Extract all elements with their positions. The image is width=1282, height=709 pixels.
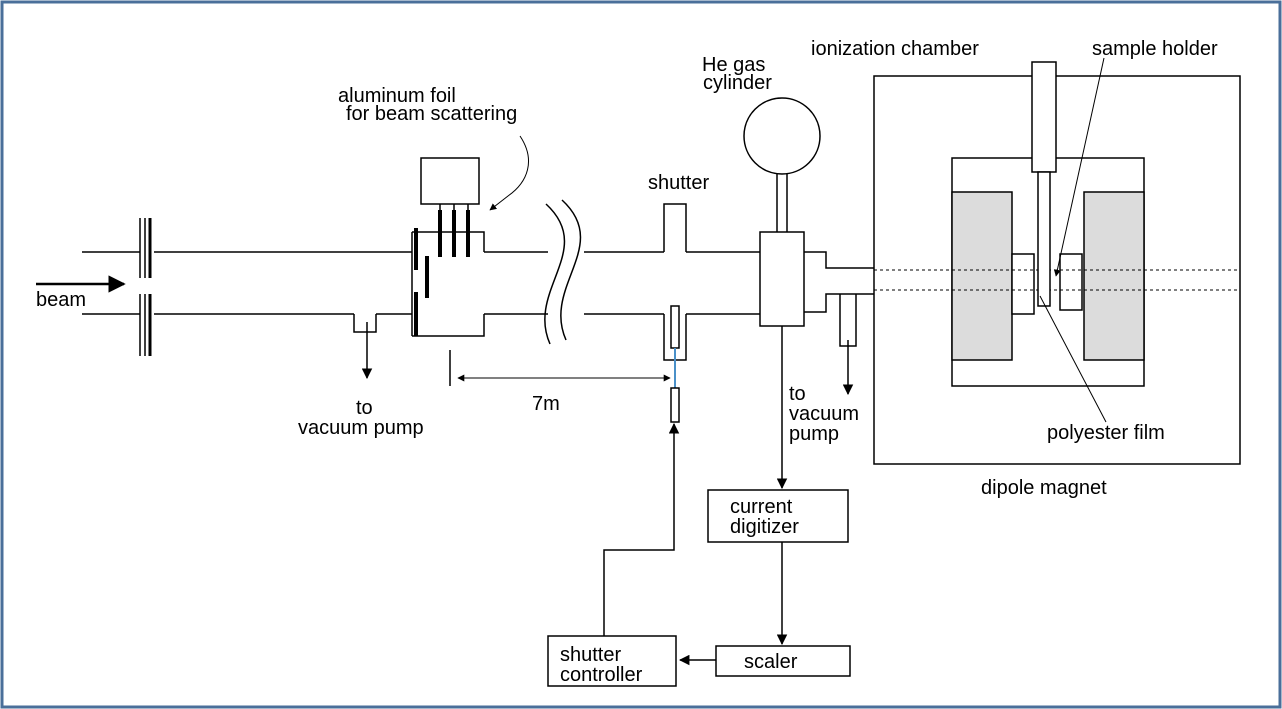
- sample-holder: [1031, 61, 1057, 307]
- scattering-chamber: [411, 157, 485, 337]
- foil-pointer: [489, 135, 529, 211]
- shutter-label: shutter: [648, 172, 709, 194]
- pipe-break-marks: [544, 199, 582, 345]
- polyester-film-pointer: [1039, 295, 1107, 423]
- he-label-line2: cylinder: [703, 72, 772, 94]
- ionization-chamber-label: ionization chamber: [811, 38, 979, 60]
- current-digitizer-box: [707, 489, 849, 543]
- shutter-feedback-line: [603, 422, 680, 636]
- current-digitizer-label-line2: digitizer: [730, 516, 799, 538]
- shutter: [663, 203, 687, 423]
- he-label-line1: He gas: [702, 54, 765, 76]
- pump-port-2: [839, 294, 857, 347]
- foil-actuator-box: [420, 157, 480, 205]
- scaler-label: scaler: [744, 651, 798, 673]
- foil-label-line2: for beam scattering: [346, 103, 517, 125]
- beam-label: beam: [36, 289, 86, 311]
- pump1-label-line1: to: [356, 397, 373, 419]
- pump2-label-line3: pump: [789, 423, 839, 445]
- dipole-magnet-label: dipole magnet: [981, 477, 1107, 499]
- gas-mixing-block: [759, 231, 805, 327]
- he-gas-line: [776, 174, 788, 232]
- shutter-controller-label-line2: controller: [560, 664, 643, 686]
- pump1-label-line2: vacuum pump: [298, 417, 424, 439]
- shutter-controller-box: [547, 635, 677, 687]
- he-gas-cylinder: [743, 97, 821, 175]
- beam-pipe: [82, 251, 760, 315]
- ionization-chamber-tube: [804, 251, 874, 313]
- sample-holder-pointer: [1053, 57, 1105, 277]
- polyester-film-label: polyester film: [1047, 422, 1165, 444]
- scaler-box: [715, 645, 851, 677]
- pump2-label-line1: to: [789, 383, 806, 405]
- current-digitizer-label-line1: current: [730, 496, 793, 518]
- pipe-flange: [139, 218, 152, 356]
- foil-label-line1: aluminum foil: [338, 85, 456, 107]
- dipole-magnet: [873, 75, 1241, 465]
- distance-label: 7m: [532, 393, 560, 415]
- shutter-controller-label-line1: shutter: [560, 644, 621, 666]
- pump-port-1: [353, 314, 377, 333]
- pump2-label-line2: vacuum: [789, 403, 859, 425]
- sample-holder-label: sample holder: [1092, 38, 1218, 60]
